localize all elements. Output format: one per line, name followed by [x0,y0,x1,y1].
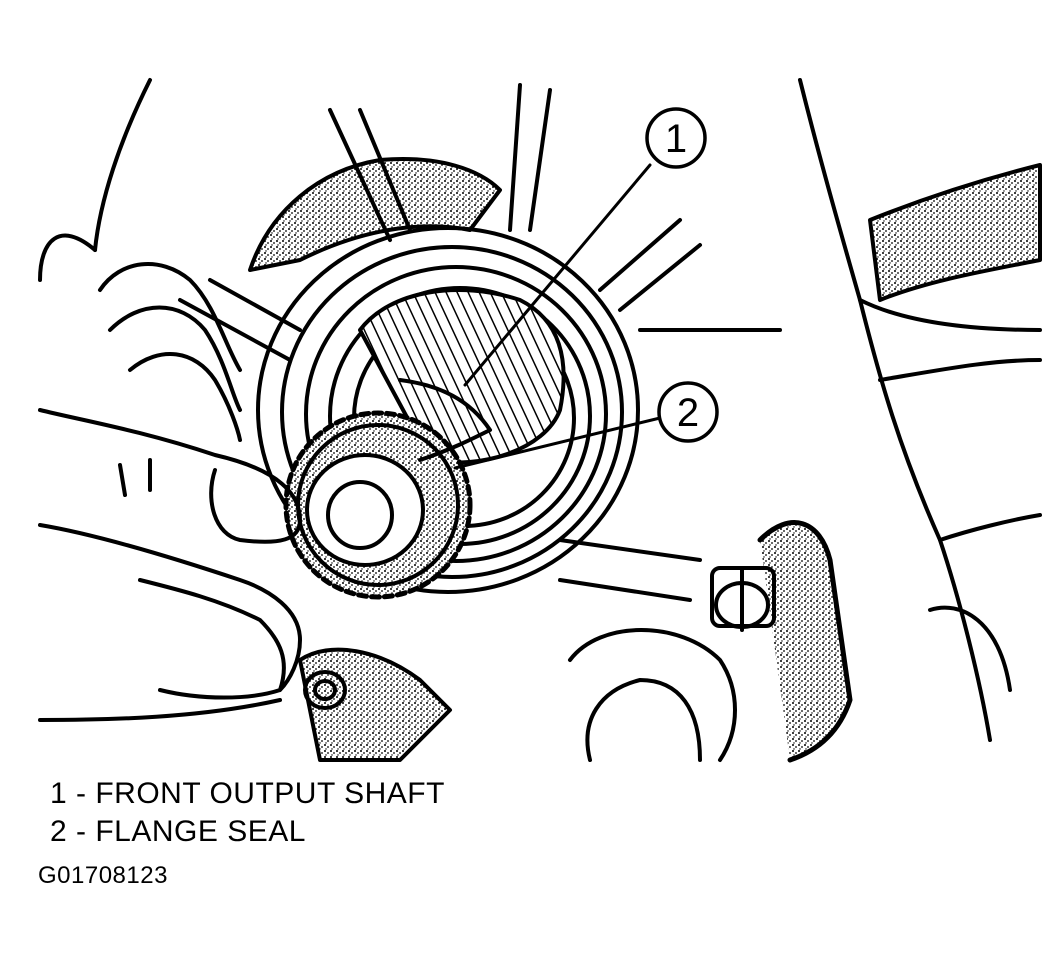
lower-bosses [303,628,737,762]
legend-item-flange-seal: 2 - FLANGE SEAL [50,815,306,848]
callout-2-leader [453,416,662,470]
bracket-with-bolt [710,520,853,763]
stippled-casting-right [868,163,1042,302]
legend-item-front-output-shaft: 1 - FRONT OUTPUT SHAFT [50,777,445,810]
callout-1: 1 [645,107,707,169]
figure-id: G01708123 [38,862,168,889]
hand [38,262,302,722]
callout-1-leader [463,163,652,387]
parts-legend: 1 - FRONT OUTPUT SHAFT 2 - FLANGE SEAL [50,775,445,851]
callout-2-number: 2 [677,391,699,435]
housing-ribs [178,83,782,602]
callout-1-number: 1 [665,117,687,161]
stippled-casting-left [248,157,502,272]
flange-seal [283,378,492,600]
housing-outline [38,78,1042,742]
transfer-case-illustration: 1 2 [38,78,1042,763]
stippled-casting-bottom [298,647,452,762]
callout-2: 2 [657,381,719,443]
